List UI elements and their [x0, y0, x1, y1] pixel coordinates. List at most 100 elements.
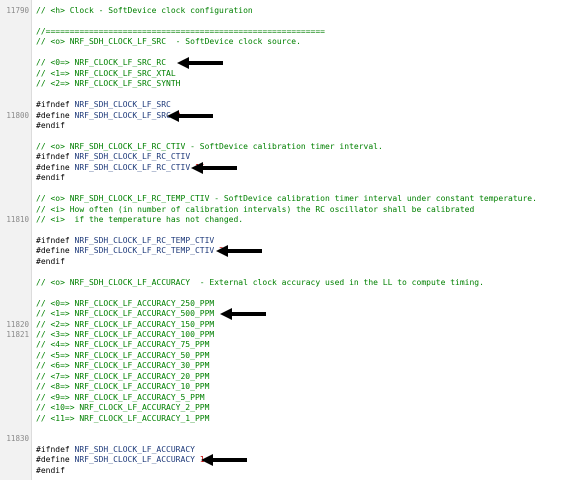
code-text: #endif: [36, 173, 65, 183]
code-text: //======================================…: [36, 27, 325, 37]
code-line[interactable]: #endif: [0, 257, 561, 267]
code-line[interactable]: 11820 // <2=> NRF_CLOCK_LF_ACCURACY_150_P…: [0, 320, 561, 330]
comment-text: // <10=> NRF_CLOCK_LF_ACCURACY_2_PPM: [36, 403, 210, 413]
code-line[interactable]: [0, 225, 561, 235]
comment-text: // <i> if the temperature has not change…: [36, 215, 244, 224]
comment-text: // <1=> NRF_CLOCK_LF_ACCURACY_500_PPM: [36, 309, 215, 319]
code-text: // <11=> NRF_CLOCK_LF_ACCURACY_1_PPM: [36, 414, 209, 424]
code-line[interactable]: #ifndef NRF_SDH_CLOCK_LF_RC_CTIV: [0, 152, 561, 162]
code-text: // <7=> NRF_CLOCK_LF_ACCURACY_20_PPM: [36, 372, 209, 382]
code-text: #endif: [36, 466, 65, 476]
comment-text: // <o> NRF_SDH_CLOCK_LF_SRC - SoftDevice…: [36, 37, 301, 47]
code-line[interactable]: [0, 90, 561, 100]
code-line[interactable]: #ifndef NRF_SDH_CLOCK_LF_SRC: [0, 100, 561, 110]
code-text: #ifndef NRF_SDH_CLOCK_LF_SRC: [36, 100, 171, 110]
pointer-arrow-icon: [167, 109, 214, 122]
code-line[interactable]: [0, 267, 561, 277]
code-line[interactable]: 11800#define NRF_SDH_CLOCK_LF_SRC 0: [0, 111, 561, 121]
code-line[interactable]: // <9=> NRF_CLOCK_LF_ACCURACY_5_PPM: [0, 393, 561, 403]
code-text: // <6=> NRF_CLOCK_LF_ACCURACY_30_PPM: [36, 361, 209, 371]
line-number-gutter: [0, 0, 32, 480]
code-line[interactable]: // <0=> NRF_CLOCK_LF_SRC_RC: [0, 58, 561, 68]
code-text: // <2=> NRF_CLOCK_LF_SRC_SYNTH: [36, 79, 181, 89]
code-line[interactable]: [0, 48, 561, 58]
comment-text: // <2=> NRF_CLOCK_LF_ACCURACY_150_PPM: [36, 319, 215, 329]
code-line[interactable]: // <o> NRF_SDH_CLOCK_LF_SRC - SoftDevice…: [0, 37, 561, 47]
code-line[interactable]: 11790// <h> Clock - SoftDevice clock con…: [0, 6, 561, 16]
code-text: // <1=> NRF_CLOCK_LF_SRC_XTAL: [36, 69, 176, 79]
code-line[interactable]: #ifndef NRF_SDH_CLOCK_LF_RC_TEMP_CTIV: [0, 236, 561, 246]
code-text: #endif: [36, 121, 65, 131]
line-number: 11810: [6, 215, 29, 224]
line-number: 11821: [6, 329, 29, 339]
comment-text: // <5=> NRF_CLOCK_LF_ACCURACY_50_PPM: [36, 350, 210, 360]
code-line[interactable]: #endif: [0, 466, 561, 476]
preprocessor-keyword: #endif: [36, 256, 65, 266]
code-line[interactable]: [0, 184, 561, 194]
macro-name: NRF_SDH_CLOCK_LF_ACCURACY: [69, 455, 200, 465]
comment-text: // <2=> NRF_CLOCK_LF_SRC_SYNTH: [36, 79, 181, 89]
comment-text: // <7=> NRF_CLOCK_LF_ACCURACY_20_PPM: [36, 371, 210, 381]
code-text: // <3=> NRF_CLOCK_LF_ACCURACY_100_PPM: [36, 330, 214, 340]
code-line[interactable]: #ifndef NRF_SDH_CLOCK_LF_ACCURACY: [0, 445, 561, 455]
macro-name: NRF_SDH_CLOCK_LF_RC_CTIV: [69, 152, 191, 162]
code-line[interactable]: // <1=> NRF_CLOCK_LF_SRC_XTAL: [0, 69, 561, 79]
code-text: #ifndef NRF_SDH_CLOCK_LF_RC_CTIV: [36, 152, 190, 162]
code-text: // <4=> NRF_CLOCK_LF_ACCURACY_75_PPM: [36, 340, 209, 350]
comment-text: // <6=> NRF_CLOCK_LF_ACCURACY_30_PPM: [36, 361, 210, 371]
macro-name: NRF_SDH_CLOCK_LF_RC_TEMP_CTIV: [69, 246, 220, 256]
pointer-arrow-icon: [220, 308, 267, 321]
line-number: 11830: [6, 434, 29, 444]
comment-text: // <o> NRF_SDH_CLOCK_LF_ACCURACY - Exter…: [36, 277, 484, 287]
code-text: #define NRF_SDH_CLOCK_LF_ACCURACY 1: [36, 455, 205, 465]
code-line[interactable]: 11810 // <i> if the temperature has not c…: [0, 215, 561, 225]
code-line[interactable]: // <10=> NRF_CLOCK_LF_ACCURACY_2_PPM: [0, 403, 561, 413]
code-line[interactable]: #endif: [0, 173, 561, 183]
code-line[interactable]: // <o> NRF_SDH_CLOCK_LF_ACCURACY - Exter…: [0, 278, 561, 288]
macro-name: NRF_SDH_CLOCK_LF_RC_TEMP_CTIV: [69, 235, 215, 245]
comment-text: // <8=> NRF_CLOCK_LF_ACCURACY_10_PPM: [36, 382, 210, 392]
code-line[interactable]: //======================================…: [0, 27, 561, 37]
code-text: #endif: [36, 257, 65, 267]
code-line[interactable]: #define NRF_SDH_CLOCK_LF_ACCURACY 1: [0, 455, 561, 465]
code-text: // <o> NRF_SDH_CLOCK_LF_ACCURACY - Exter…: [36, 278, 484, 288]
comment-text: // <0=> NRF_CLOCK_LF_ACCURACY_250_PPM: [36, 298, 215, 308]
code-line[interactable]: #define NRF_SDH_CLOCK_LF_RC_TEMP_CTIV 2: [0, 246, 561, 256]
code-text: // <10=> NRF_CLOCK_LF_ACCURACY_2_PPM: [36, 403, 209, 413]
code-line[interactable]: [0, 424, 561, 434]
code-line[interactable]: // <2=> NRF_CLOCK_LF_SRC_SYNTH: [0, 79, 561, 89]
code-line[interactable]: [0, 288, 561, 298]
code-line[interactable]: [0, 131, 561, 141]
pointer-arrow-icon: [201, 454, 248, 467]
preprocessor-keyword: #ifndef: [36, 235, 70, 245]
code-text: // <1=> NRF_CLOCK_LF_ACCURACY_500_PPM: [36, 309, 214, 319]
comment-text: // <h> Clock - SoftDevice clock configur…: [36, 6, 253, 15]
code-line[interactable]: // <o> NRF_SDH_CLOCK_LF_RC_CTIV - SoftDe…: [0, 142, 561, 152]
preprocessor-keyword: #endif: [36, 465, 65, 475]
macro-name: NRF_SDH_CLOCK_LF_RC_CTIV: [69, 162, 195, 172]
code-line[interactable]: #endif: [0, 121, 561, 131]
code-line[interactable]: // <0=> NRF_CLOCK_LF_ACCURACY_250_PPM: [0, 299, 561, 309]
code-line[interactable]: // <5=> NRF_CLOCK_LF_ACCURACY_50_PPM: [0, 351, 561, 361]
comment-text: //======================================…: [36, 26, 325, 36]
code-line[interactable]: // <7=> NRF_CLOCK_LF_ACCURACY_20_PPM: [0, 372, 561, 382]
code-line[interactable]: // <o> NRF_SDH_CLOCK_LF_RC_TEMP_CTIV - S…: [0, 194, 561, 204]
preprocessor-keyword: #endif: [36, 120, 65, 130]
code-line[interactable]: [0, 16, 561, 26]
code-line[interactable]: // <1=> NRF_CLOCK_LF_ACCURACY_500_PPM: [0, 309, 561, 319]
comment-text: // <11=> NRF_CLOCK_LF_ACCURACY_1_PPM: [36, 413, 210, 423]
line-number: 11820: [6, 319, 29, 329]
code-text: #define NRF_SDH_CLOCK_LF_RC_TEMP_CTIV 2: [36, 246, 224, 256]
code-line[interactable]: // <8=> NRF_CLOCK_LF_ACCURACY_10_PPM: [0, 382, 561, 392]
code-line[interactable]: 11821 // <3=> NRF_CLOCK_LF_ACCURACY_100_P…: [0, 330, 561, 340]
code-line[interactable]: // <11=> NRF_CLOCK_LF_ACCURACY_1_PPM: [0, 414, 561, 424]
code-line[interactable]: // <4=> NRF_CLOCK_LF_ACCURACY_75_PPM: [0, 340, 561, 350]
comment-text: // <0=> NRF_CLOCK_LF_SRC_RC: [36, 58, 167, 68]
code-line[interactable]: #define NRF_SDH_CLOCK_LF_RC_CTIV 16: [0, 163, 561, 173]
code-line[interactable]: // <i> How often (in number of calibrati…: [0, 205, 561, 215]
comment-text: // <9=> NRF_CLOCK_LF_ACCURACY_5_PPM: [36, 392, 205, 402]
code-line[interactable]: 11830: [0, 434, 561, 444]
code-line[interactable]: // <6=> NRF_CLOCK_LF_ACCURACY_30_PPM: [0, 361, 561, 371]
preprocessor-keyword: #ifndef: [36, 152, 70, 162]
